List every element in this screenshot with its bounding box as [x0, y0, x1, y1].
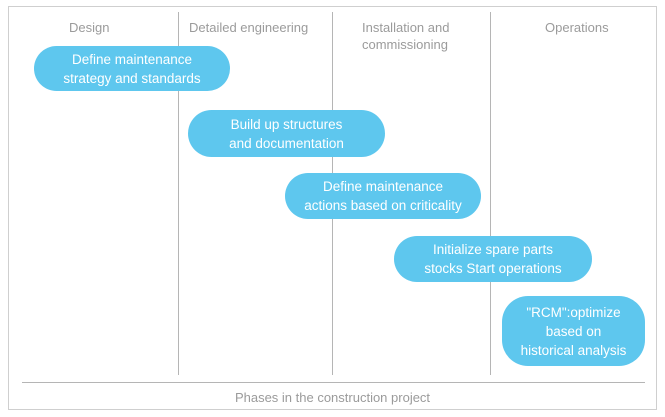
step-bubble-define-maintenance-strategy: Define maintenance strategy and standard… — [34, 46, 230, 91]
column-header-detailed-engineering: Detailed engineering — [189, 20, 309, 35]
step-bubble-initialize-spare-parts: Initialize spare parts stocks Start oper… — [394, 236, 592, 282]
step-bubble-define-maintenance-actions: Define maintenance actions based on crit… — [285, 173, 481, 219]
column-header-operations: Operations — [545, 20, 609, 35]
phase-divider-3 — [490, 12, 491, 375]
caption-divider — [22, 382, 645, 383]
column-header-design: Design — [69, 20, 110, 35]
step-bubble-build-up-structures: Build up structures and documentation — [188, 110, 385, 157]
step-bubble-rcm-optimize: "RCM":optimize based on historical analy… — [502, 296, 645, 366]
column-header-installation-and-commissioning: Installation and commissioning — [362, 20, 450, 52]
phase-divider-1 — [178, 12, 179, 375]
diagram-caption: Phases in the construction project — [234, 390, 431, 405]
